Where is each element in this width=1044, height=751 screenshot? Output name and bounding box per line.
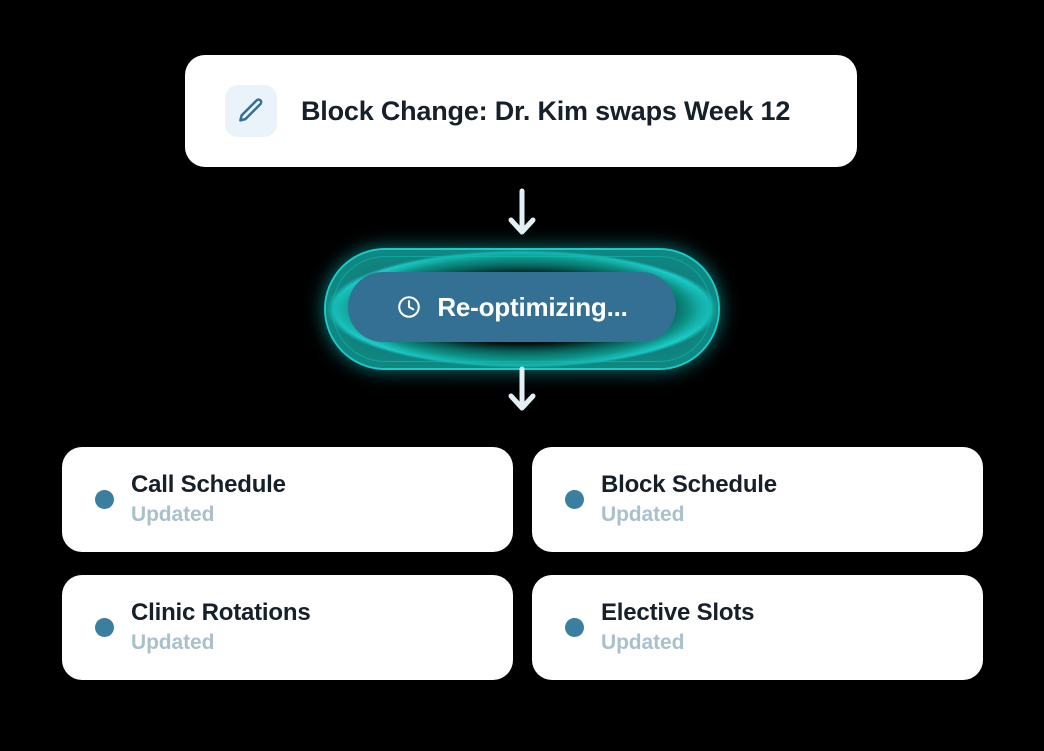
- status-dot-icon: [95, 490, 114, 509]
- page-title: Block Change: Dr. Kim swaps Week 12: [301, 95, 791, 126]
- list-item[interactable]: Block Schedule Updated: [532, 447, 983, 552]
- clock-icon: [398, 296, 421, 318]
- arrow-down-icon-bottom: [505, 366, 539, 416]
- list-item[interactable]: Call Schedule Updated: [62, 447, 513, 552]
- result-status: Updated: [131, 502, 215, 526]
- status-dot-icon: [95, 618, 114, 637]
- result-title: Elective Slots: [601, 599, 755, 627]
- arrow-down-icon-top: [505, 188, 539, 240]
- status-dot-icon: [565, 618, 584, 637]
- pencil-icon: [225, 85, 277, 137]
- result-title: Block Schedule: [601, 471, 777, 499]
- list-item[interactable]: Elective Slots Updated: [532, 575, 983, 680]
- status-dot-icon: [565, 490, 584, 509]
- results-grid: Call Schedule Updated Block Schedule Upd…: [62, 447, 983, 680]
- result-status: Updated: [601, 502, 685, 526]
- status-badge[interactable]: Re-optimizing...: [348, 272, 676, 342]
- status-pill-container: Re-optimizing...: [326, 250, 718, 368]
- result-status: Updated: [131, 630, 215, 654]
- trigger-event-card[interactable]: Block Change: Dr. Kim swaps Week 12: [185, 55, 857, 167]
- status-label: Re-optimizing...: [437, 291, 628, 322]
- result-status: Updated: [601, 630, 685, 654]
- result-title: Clinic Rotations: [131, 599, 311, 627]
- result-title: Call Schedule: [131, 471, 286, 499]
- list-item[interactable]: Clinic Rotations Updated: [62, 575, 513, 680]
